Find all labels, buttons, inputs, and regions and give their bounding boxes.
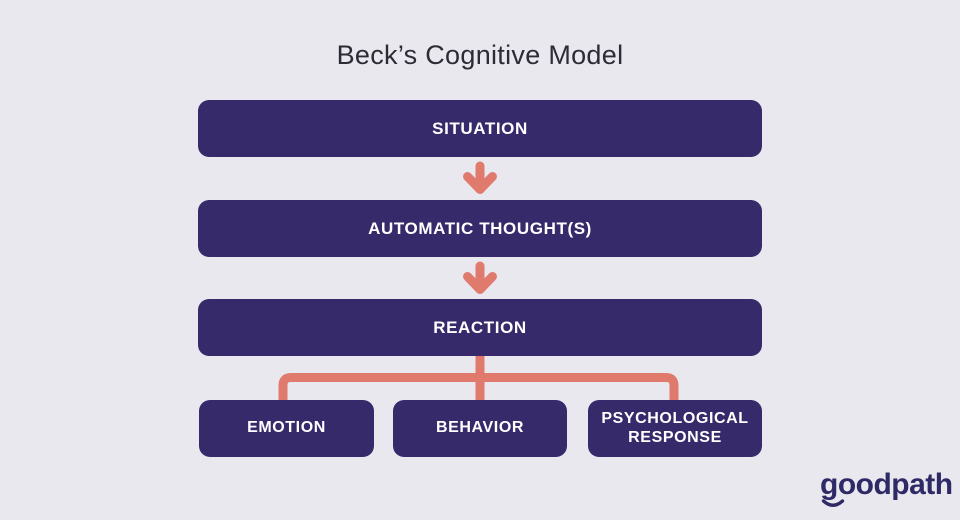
- branch-connector-lines: [278, 356, 679, 404]
- goodpath-logo-smile-icon: [821, 499, 845, 507]
- node-automatic-thoughts: AUTOMATIC THOUGHT(S): [198, 200, 762, 257]
- node-behavior-label: BEHAVIOR: [435, 419, 525, 437]
- node-emotion-label: EMOTION: [247, 419, 326, 437]
- node-situation: SITUATION: [198, 100, 762, 157]
- node-automatic-thoughts-label: AUTOMATIC THOUGHT(S): [368, 218, 592, 238]
- node-psychological-response-label: PSYCHOLOGICAL RESPONSE: [601, 409, 749, 446]
- node-reaction-label: REACTION: [433, 317, 527, 337]
- node-psychological-response: PSYCHOLOGICAL RESPONSE: [588, 400, 762, 457]
- diagram-title: Beck’s Cognitive Model: [336, 40, 624, 70]
- arrow-down-icon: [463, 261, 497, 294]
- goodpath-logo: goodpath: [820, 468, 953, 501]
- node-reaction: REACTION: [198, 299, 762, 356]
- node-situation-label: SITUATION: [432, 118, 528, 138]
- node-behavior: BEHAVIOR: [393, 400, 567, 457]
- arrow-down-icon: [463, 161, 497, 194]
- node-emotion: EMOTION: [199, 400, 374, 457]
